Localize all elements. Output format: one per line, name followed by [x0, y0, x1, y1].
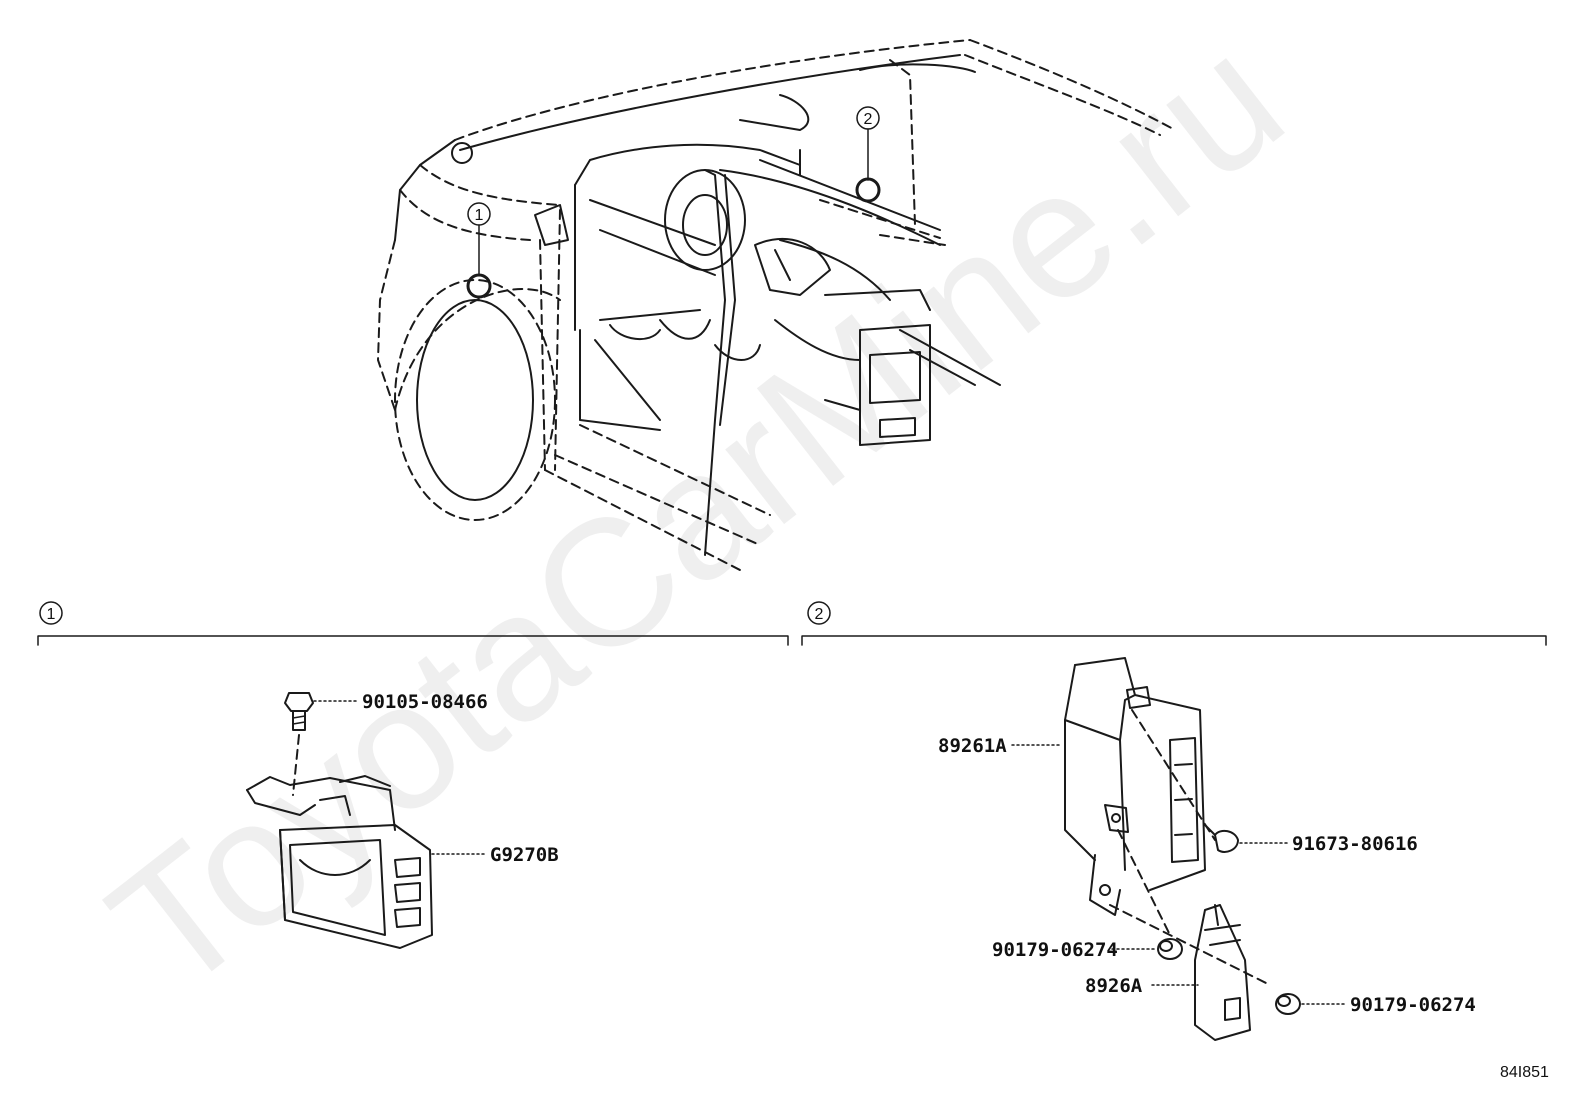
callout-1-label: 1 [475, 207, 484, 224]
nut-left-part [1157, 938, 1183, 960]
callout-1-group: 1 [466, 202, 492, 299]
diagram-id: 84I851 [1500, 1064, 1549, 1081]
section-2-marker: 2 [815, 606, 824, 623]
location-marker-2 [855, 177, 881, 203]
watermark: ToyotaCarMine.ru [75, 0, 1318, 1031]
label-90179-06274-left: 90179-06274 [992, 939, 1118, 961]
callout-2-group: 2 [855, 106, 881, 203]
section-1-marker: 1 [47, 606, 56, 623]
nut-right-part [1275, 993, 1301, 1015]
label-g9270b: G9270B [490, 844, 559, 866]
section-1: 1 90105-08466 G9270B [37, 601, 789, 949]
section-2-bracket [801, 635, 1547, 646]
location-marker-1 [466, 273, 492, 299]
label-90105-08466: 90105-08466 [362, 691, 488, 713]
section-2: 2 89261A 91673-8061 [801, 601, 1547, 1041]
section-1-bracket [37, 635, 789, 646]
vehicle-illustration [377, 39, 1176, 571]
label-91673-80616: 91673-80616 [1292, 833, 1418, 855]
label-8926a: 8926A [1085, 975, 1143, 997]
callout-2-label: 2 [864, 111, 873, 128]
module-89261a [1064, 657, 1271, 986]
section-1-marker-circle [39, 601, 63, 625]
module-g9270b [246, 775, 433, 949]
label-89261a: 89261A [938, 735, 1007, 757]
module-8926a [1194, 904, 1251, 1041]
label-90179-06274-right: 90179-06274 [1350, 994, 1476, 1016]
section-2-marker-circle [807, 601, 831, 625]
screw-part [1204, 824, 1239, 853]
